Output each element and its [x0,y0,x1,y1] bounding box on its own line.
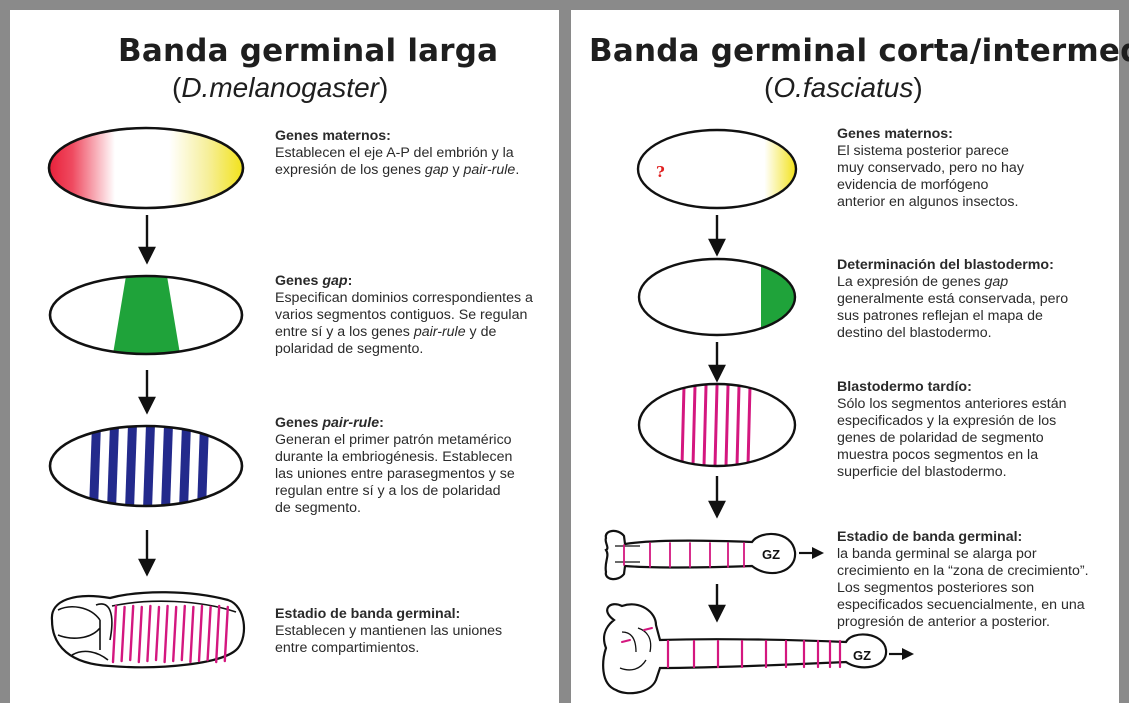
segment-stripe [737,386,739,466]
segment-stripe [726,386,728,466]
anterior-question-mark: ? [656,163,665,181]
pair-rule-stripe [89,424,101,510]
segment-stripe [748,386,750,466]
left-germband-embryo [52,592,244,667]
pair-rule-stripe [179,424,191,510]
right-segment-stripes [682,386,750,466]
left-arrows [140,215,154,574]
left-pair-rule-stripes [89,424,209,510]
right-germband-early: GZ [606,531,824,579]
left-maternal-embryo [49,128,243,208]
pair-rule-stripe [107,424,119,510]
segment-stripe [715,386,717,466]
pair-rule-stripe [161,424,173,510]
segment-stripe [704,386,706,466]
segment-stripe [682,386,684,466]
pair-rule-stripe [143,424,155,510]
pair-rule-stripe [125,424,137,510]
growth-zone-label-2: GZ [853,648,871,663]
left-gap-domain [112,270,181,360]
segment-stripe [693,386,695,466]
right-germband-late: GZ [603,604,914,693]
growth-zone-label-1: GZ [762,547,780,562]
